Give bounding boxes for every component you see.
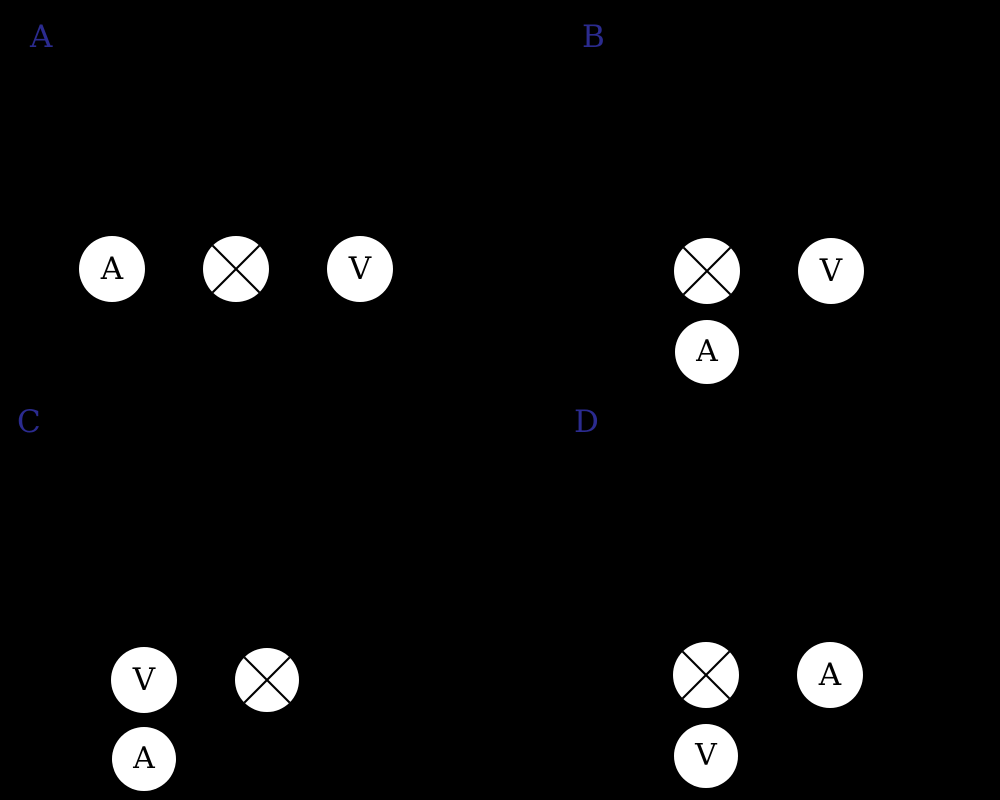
node-b-velocity[interactable]: V bbox=[798, 238, 864, 304]
node-letter: A bbox=[696, 334, 718, 369]
node-d-amplitude[interactable]: A bbox=[797, 642, 863, 708]
node-d-velocity[interactable]: V bbox=[674, 724, 738, 788]
node-letter: V bbox=[695, 738, 717, 773]
panel-label-b: B bbox=[582, 19, 605, 55]
node-c-crossed[interactable] bbox=[235, 648, 299, 712]
node-letter: V bbox=[819, 252, 843, 289]
node-d-crossed[interactable] bbox=[673, 642, 739, 708]
node-letter: V bbox=[132, 661, 156, 698]
node-letter: A bbox=[818, 656, 842, 693]
cross-mark-icon bbox=[682, 246, 732, 296]
node-b-amplitude[interactable]: A bbox=[675, 320, 739, 384]
panel-label-a: A bbox=[30, 19, 53, 55]
panel-label-c: C bbox=[17, 404, 41, 440]
cross-mark-icon bbox=[681, 650, 731, 700]
node-a-amplitude[interactable]: A bbox=[79, 236, 145, 302]
node-c-amplitude[interactable]: A bbox=[112, 727, 176, 791]
cross-mark-icon bbox=[243, 656, 291, 704]
node-c-velocity[interactable]: V bbox=[111, 647, 177, 713]
node-letter: V bbox=[348, 250, 372, 287]
panel-label-d: D bbox=[574, 404, 599, 440]
node-b-crossed[interactable] bbox=[674, 238, 740, 304]
node-letter: A bbox=[133, 741, 155, 776]
node-letter: A bbox=[100, 250, 124, 287]
cross-mark-icon bbox=[211, 244, 261, 294]
node-a-crossed[interactable] bbox=[203, 236, 269, 302]
node-a-velocity[interactable]: V bbox=[327, 236, 393, 302]
